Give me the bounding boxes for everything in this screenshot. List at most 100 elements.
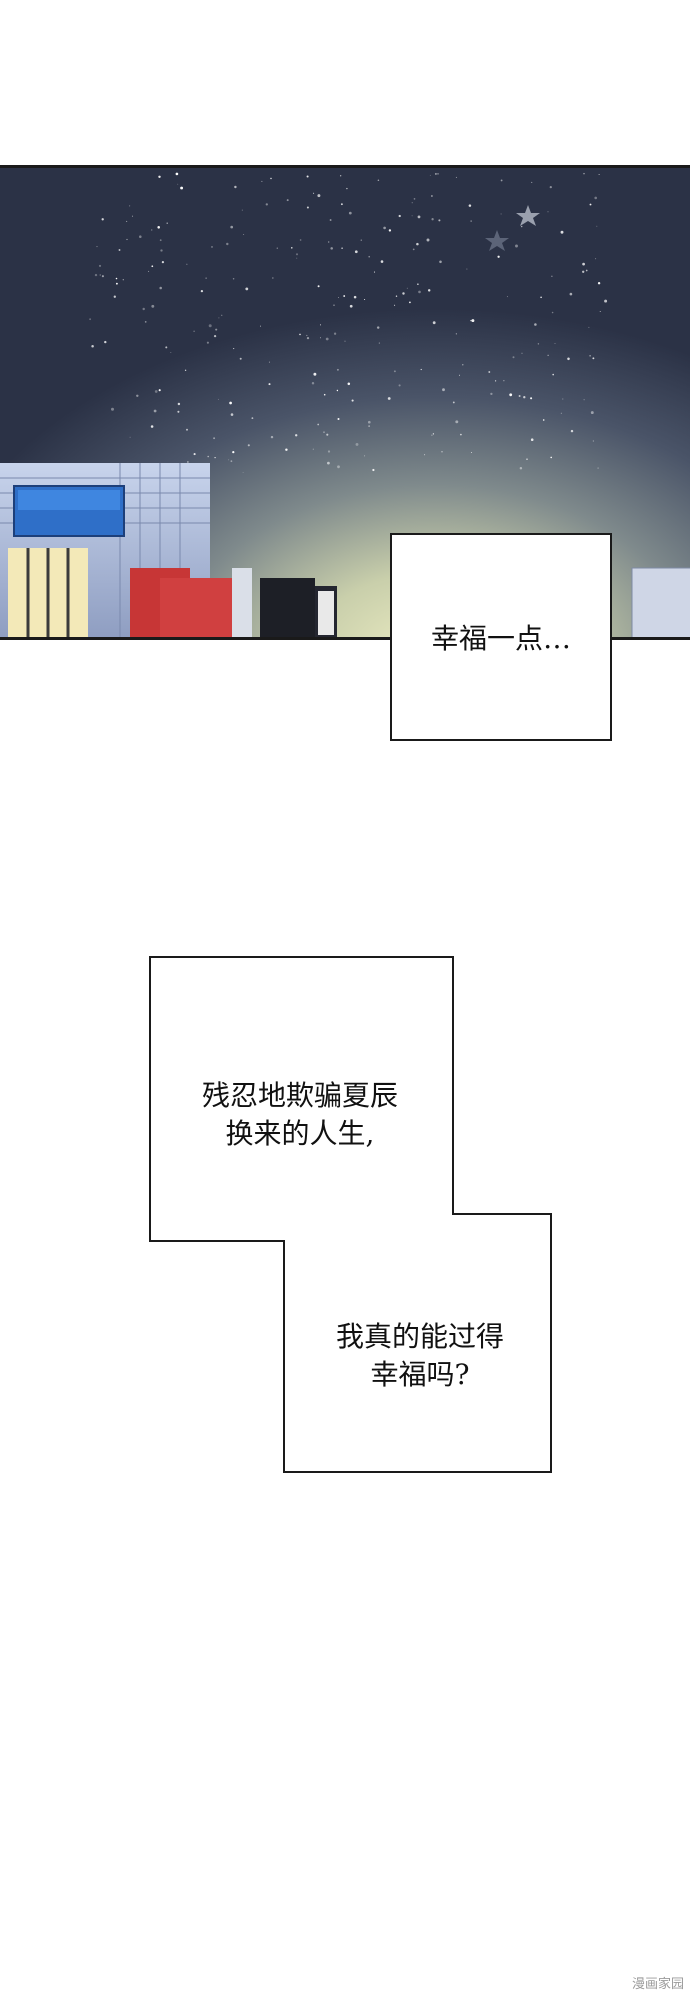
- star-dot: [388, 229, 392, 232]
- star-dot: [160, 249, 163, 252]
- star-dot: [550, 456, 553, 459]
- star-dot: [129, 436, 131, 438]
- star-dot: [126, 220, 128, 222]
- star-dot: [534, 323, 537, 326]
- star-dot: [432, 321, 436, 325]
- star-dot: [411, 202, 413, 204]
- star-dot: [193, 453, 196, 456]
- star-dot: [530, 438, 534, 441]
- star-dot: [402, 292, 405, 295]
- star-dot: [115, 277, 118, 280]
- star-dot: [213, 334, 217, 338]
- star-dot: [261, 180, 263, 182]
- star-dot: [471, 452, 473, 453]
- star-dot: [340, 175, 342, 177]
- star-dot: [327, 450, 331, 453]
- stepped-narration-box: [149, 956, 552, 1473]
- star-dot: [424, 454, 426, 456]
- star-dot: [353, 295, 357, 299]
- star-dot: [430, 195, 433, 197]
- star-dot: [596, 225, 598, 227]
- star-dot: [429, 174, 431, 176]
- star-dot: [99, 274, 101, 276]
- star-dot: [270, 177, 272, 180]
- star-dot: [151, 304, 155, 308]
- star-dot: [372, 468, 375, 472]
- star-dot: [597, 282, 601, 285]
- star-dot: [243, 234, 245, 236]
- star-dot: [417, 215, 421, 219]
- star-dot: [393, 370, 396, 373]
- star-dot: [325, 337, 329, 341]
- star-dot: [329, 219, 332, 221]
- star-dot: [206, 341, 209, 344]
- star-dot: [296, 257, 298, 259]
- star-dot: [490, 392, 493, 396]
- star-dot: [383, 226, 386, 230]
- star-dot: [215, 328, 218, 331]
- star-dot: [452, 401, 455, 404]
- star-dot: [232, 451, 235, 454]
- star-dot: [333, 332, 337, 335]
- star-dot: [217, 398, 219, 400]
- star-dot: [115, 282, 118, 285]
- star-dot: [122, 279, 124, 281]
- star-dot: [344, 340, 346, 342]
- star-dot: [186, 263, 188, 265]
- star-dot: [228, 459, 230, 461]
- star-dot: [438, 219, 441, 222]
- star-dot: [330, 247, 333, 250]
- star-dot: [268, 361, 270, 363]
- star-dot: [468, 204, 472, 207]
- star-dot: [542, 419, 545, 421]
- star-dot: [408, 301, 411, 304]
- star-dot: [101, 218, 104, 221]
- watermark: 漫画家园: [631, 1977, 684, 1992]
- star-dot: [139, 235, 142, 238]
- star-dot: [552, 373, 554, 376]
- star-dot: [311, 382, 315, 385]
- star-dot: [193, 330, 195, 333]
- star-dot: [150, 229, 153, 231]
- star-dot: [387, 397, 391, 400]
- star-dot: [177, 410, 180, 413]
- star-dot: [295, 253, 299, 256]
- star-dot: [221, 314, 223, 316]
- star-dot: [354, 250, 358, 254]
- star-dot: [158, 389, 161, 392]
- star-dot: [272, 277, 274, 279]
- star-dot: [549, 185, 552, 189]
- star-dot: [364, 298, 366, 301]
- star-dot: [585, 269, 588, 272]
- star-dot: [560, 412, 562, 414]
- star-dot: [455, 333, 457, 335]
- star-dot: [177, 402, 181, 406]
- star-dot: [373, 271, 376, 273]
- star-dot: [547, 211, 549, 213]
- star-dot: [497, 255, 500, 258]
- star-dot: [583, 399, 585, 401]
- star-dot: [151, 265, 154, 268]
- star-dot: [583, 172, 585, 175]
- star-dot: [230, 225, 234, 229]
- star-dot: [540, 296, 542, 299]
- star-dot: [441, 451, 443, 453]
- star-dot: [418, 290, 421, 294]
- star-dot: [175, 172, 179, 176]
- star-dot: [268, 383, 271, 386]
- star-dot: [562, 398, 564, 400]
- narration-text: 幸福一点…: [430, 622, 571, 655]
- star-dot: [530, 397, 533, 400]
- star-dot: [205, 277, 207, 279]
- star-dot: [148, 270, 150, 272]
- star-dot: [582, 270, 585, 273]
- star-dot: [599, 311, 601, 313]
- star-dot: [380, 260, 384, 263]
- star-dot: [377, 179, 380, 181]
- star-dot: [177, 183, 179, 185]
- star-dot: [260, 325, 261, 327]
- star-dot: [180, 186, 184, 190]
- star-dot: [592, 357, 595, 360]
- star-dot: [364, 455, 366, 457]
- star-dot: [226, 242, 229, 246]
